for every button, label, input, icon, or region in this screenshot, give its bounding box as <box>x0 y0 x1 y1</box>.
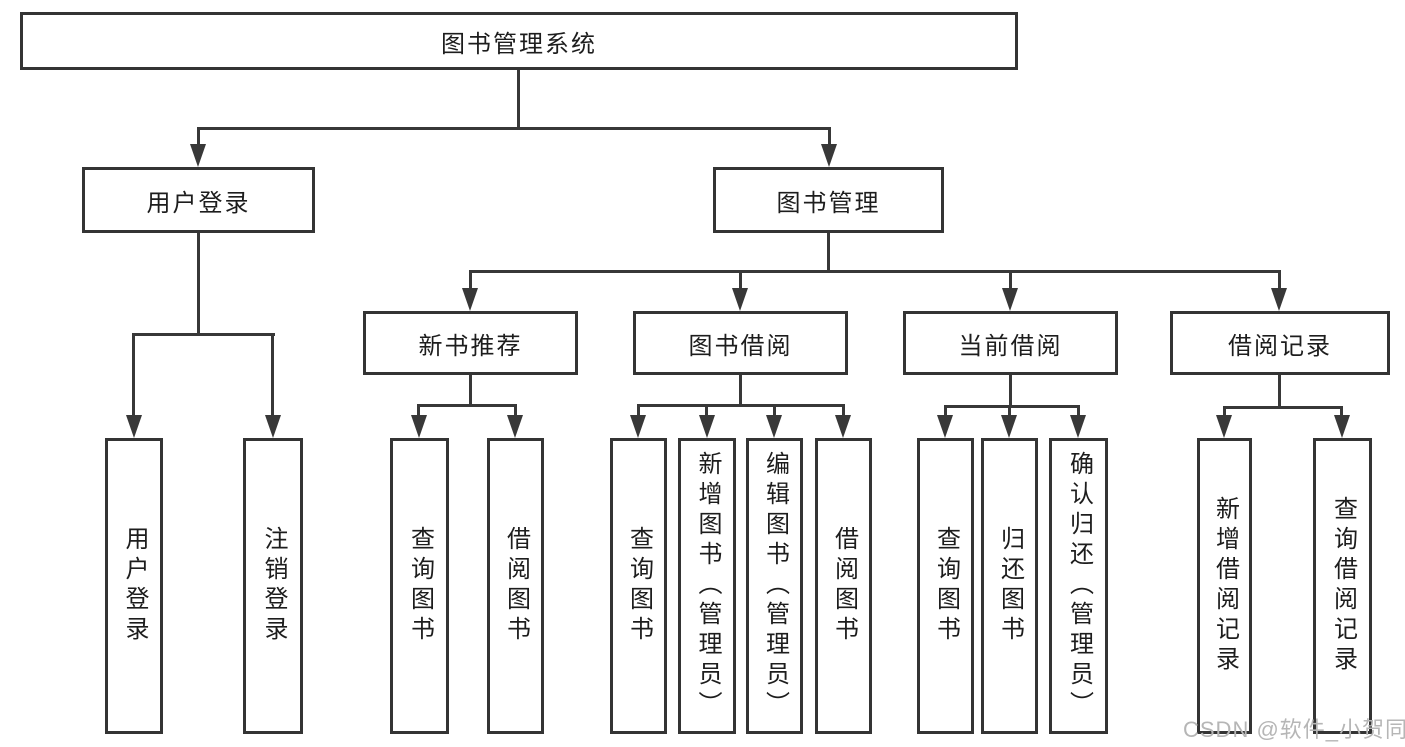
leaf-borrow-books: 借阅图书 <box>815 438 872 734</box>
connector-line <box>469 270 1281 273</box>
node-user-login-label: 用户登录 <box>146 189 251 217</box>
arrow-down-icon <box>732 288 748 311</box>
arrow-down-icon <box>1216 415 1232 438</box>
leaf-label: 查询图书 <box>932 526 960 646</box>
arrow-down-icon <box>766 415 782 438</box>
connector-line <box>469 373 472 406</box>
leaf-borrow-books-recommend: 借阅图书 <box>487 438 544 734</box>
arrow-down-icon <box>1334 415 1350 438</box>
node-user-login: 用户登录 <box>82 167 315 233</box>
connector-line <box>944 405 1080 408</box>
connector-line <box>842 404 845 417</box>
connector-line <box>514 404 517 417</box>
connector-line <box>197 127 831 130</box>
arrow-down-icon <box>1002 288 1018 311</box>
connector-line <box>417 404 517 407</box>
arrow-down-icon <box>411 415 427 438</box>
connector-line <box>1278 373 1281 408</box>
leaf-label: 归还图书 <box>996 526 1024 646</box>
arrow-down-icon <box>126 415 142 438</box>
connector-line <box>1340 406 1343 417</box>
leaf-query-borrow-record: 查询借阅记录 <box>1313 438 1372 734</box>
connector-line <box>637 404 845 407</box>
arrow-down-icon <box>821 144 837 167</box>
connector-line <box>1223 406 1343 409</box>
connector-line <box>1009 270 1012 290</box>
connector-line <box>271 333 274 417</box>
node-borrow-records-label: 借阅记录 <box>1228 332 1332 360</box>
connector-line <box>827 230 830 272</box>
leaf-add-books-admin: 新增图书（管理员） <box>678 438 736 734</box>
arrow-down-icon <box>265 415 281 438</box>
leaf-label: 用户登录 <box>121 526 148 646</box>
node-new-book-recommend: 新书推荐 <box>363 311 578 375</box>
connector-line <box>197 230 200 335</box>
connector-line <box>1223 406 1226 417</box>
connector-line <box>417 404 420 417</box>
node-new-book-recommend-label: 新书推荐 <box>418 332 523 360</box>
connector-line <box>739 270 742 290</box>
leaf-user-login: 用户登录 <box>105 438 163 734</box>
connector-line <box>739 373 742 406</box>
leaf-label: 借阅图书 <box>830 526 858 646</box>
node-root: 图书管理系统 <box>20 12 1018 70</box>
connector-line <box>828 127 831 149</box>
arrow-down-icon <box>1001 415 1017 438</box>
leaf-edit-books-admin: 编辑图书（管理员） <box>746 438 803 734</box>
leaf-label: 确认归还（管理员） <box>1065 451 1093 721</box>
leaf-label: 查询图书 <box>625 526 653 646</box>
node-book-management: 图书管理 <box>713 167 944 233</box>
arrow-down-icon <box>1271 288 1287 311</box>
node-root-label: 图书管理系统 <box>441 30 597 58</box>
leaf-query-books-current: 查询图书 <box>917 438 974 734</box>
arrow-down-icon <box>937 415 953 438</box>
node-book-borrow-label: 图书借阅 <box>688 332 793 360</box>
node-borrow-records: 借阅记录 <box>1170 311 1390 375</box>
connector-line <box>944 405 947 417</box>
node-book-borrow: 图书借阅 <box>633 311 848 375</box>
connector-line <box>132 333 275 336</box>
arrow-down-icon <box>507 415 523 438</box>
leaf-label: 借阅图书 <box>502 526 530 646</box>
connector-line <box>637 404 640 417</box>
arrow-down-icon <box>835 415 851 438</box>
leaf-return-books: 归还图书 <box>981 438 1038 734</box>
leaf-label: 查询借阅记录 <box>1329 496 1357 676</box>
connector-line <box>705 404 708 417</box>
connector-line <box>517 68 520 128</box>
node-current-borrow-label: 当前借阅 <box>958 332 1063 360</box>
connector-line <box>1077 405 1080 417</box>
connector-line <box>132 333 135 417</box>
arrow-down-icon <box>630 415 646 438</box>
connector-line <box>1008 405 1011 417</box>
connector-line <box>197 127 200 149</box>
leaf-query-books-recommend: 查询图书 <box>390 438 449 734</box>
arrow-down-icon <box>699 415 715 438</box>
csdn-watermark: CSDN @软件_小贺同学 <box>1183 717 1405 742</box>
leaf-label: 注销登录 <box>260 526 287 646</box>
connector-line <box>1278 270 1281 290</box>
leaf-label: 新增图书（管理员） <box>694 451 721 721</box>
leaf-logout: 注销登录 <box>243 438 303 734</box>
connector-line <box>469 270 472 290</box>
connector-line <box>1009 373 1012 407</box>
leaf-label: 编辑图书（管理员） <box>761 451 789 721</box>
connector-line <box>773 404 776 417</box>
node-current-borrow: 当前借阅 <box>903 311 1118 375</box>
leaf-query-books-borrow: 查询图书 <box>610 438 667 734</box>
node-book-management-label: 图书管理 <box>776 189 881 217</box>
leaf-label: 查询图书 <box>406 526 434 646</box>
arrow-down-icon <box>190 144 206 167</box>
arrow-down-icon <box>1070 415 1086 438</box>
leaf-label: 新增借阅记录 <box>1211 496 1239 676</box>
arrow-down-icon <box>462 288 478 311</box>
leaf-add-borrow-record: 新增借阅记录 <box>1197 438 1252 734</box>
leaf-confirm-return-admin: 确认归还（管理员） <box>1049 438 1108 734</box>
